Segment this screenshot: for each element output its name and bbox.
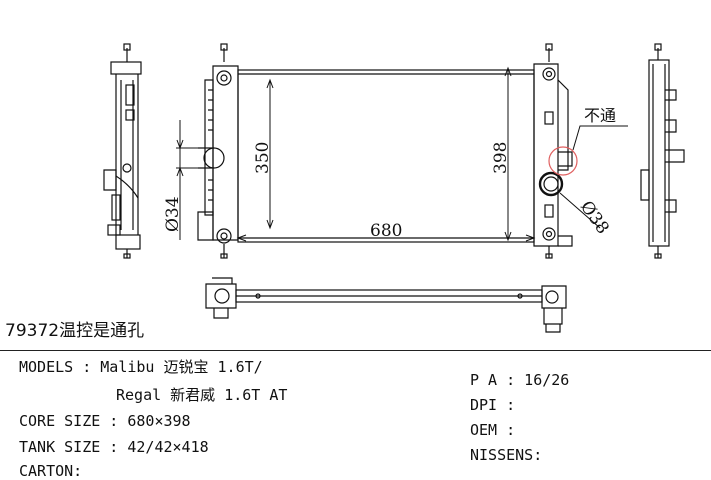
spec-models: MODELS : Malibu 迈锐宝 1.6T/ (19, 358, 263, 376)
spec-models-line2: Regal 新君威 1.6T AT (116, 386, 288, 404)
dim-dia-38: Ø38 (576, 197, 613, 238)
left-side-view (103, 43, 142, 259)
spec-tank-size: TANK SIZE : 42/42×418 (19, 438, 209, 456)
not-through-label: 不通 (584, 106, 617, 125)
dim-680: 680 (370, 221, 402, 241)
dim-dia-34: Ø34 (163, 196, 183, 232)
dim-398: 398 (491, 142, 511, 174)
spec-pa: P A : 16/26 (470, 371, 570, 389)
radiator-technical-drawing: 350 398 680 Ø34 Ø38 (103, 43, 685, 333)
spec-core-size: CORE SIZE : 680×398 (19, 412, 191, 430)
spec-nissens: NISSENS: (470, 446, 543, 464)
bottom-view (205, 277, 567, 333)
right-side-view (640, 43, 685, 259)
non-through-highlight (548, 146, 578, 176)
spec-dpi: DPI : (470, 396, 516, 414)
thermostat-caption: 79372温控是通孔 (5, 321, 145, 341)
spec-divider (0, 350, 711, 351)
spec-carton: CARTON: (19, 462, 83, 480)
dim-350: 350 (253, 142, 273, 174)
dimension-lines (176, 66, 601, 242)
spec-oem: OEM : (470, 421, 516, 439)
